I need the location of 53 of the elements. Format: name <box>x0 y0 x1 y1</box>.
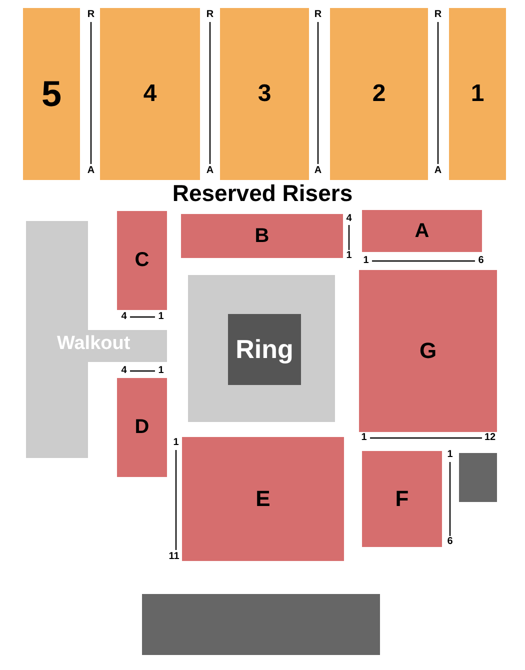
seating-section <box>117 211 167 310</box>
row-number: 1 <box>173 438 179 448</box>
row-number: 4 <box>121 312 127 322</box>
section-name: 3 <box>258 80 272 108</box>
row-number: 1 <box>158 312 164 322</box>
row-number: 4 <box>346 214 352 224</box>
row-number: R <box>314 10 322 20</box>
riser-section <box>23 8 80 180</box>
stage-block <box>459 453 497 502</box>
seating-section <box>182 437 344 561</box>
section-name: D <box>134 416 150 439</box>
row-number: 1 <box>346 251 352 261</box>
seating-section <box>362 210 482 252</box>
row-number: A <box>87 166 95 176</box>
section-name: E <box>256 486 270 512</box>
row-number: 6 <box>478 256 484 266</box>
row-number: 11 <box>168 552 180 562</box>
row-number: 1 <box>363 256 369 266</box>
row-number: A <box>206 166 214 176</box>
section-name: Ring <box>236 334 294 365</box>
row-number: 12 <box>484 433 496 443</box>
riser-section <box>220 8 309 180</box>
section-name: G <box>419 338 437 364</box>
row-number: A <box>434 166 442 176</box>
section-name: B <box>254 224 270 248</box>
row-number: R <box>87 10 95 20</box>
row-number: A <box>314 166 322 176</box>
riser-section <box>330 8 428 180</box>
section-name: A <box>414 220 430 242</box>
ring-floor <box>188 275 335 422</box>
row-number: 6 <box>447 537 453 547</box>
boxing-ring <box>228 314 301 385</box>
section-name: C <box>134 249 150 272</box>
row-number: 1 <box>158 366 164 376</box>
seating-section <box>359 270 497 432</box>
row-number: 1 <box>447 450 453 460</box>
riser-section <box>100 8 200 180</box>
seating-section <box>117 378 167 477</box>
section-name: 4 <box>143 80 157 108</box>
section-name: F <box>395 486 409 512</box>
row-number: R <box>434 10 442 20</box>
row-number: 1 <box>361 433 367 443</box>
seating-section <box>362 451 442 547</box>
section-heading: Reserved Risers <box>171 180 354 207</box>
section-name: 2 <box>372 80 386 108</box>
section-name: 1 <box>470 80 484 108</box>
seating-section <box>181 214 343 258</box>
walkout-area <box>26 221 167 458</box>
row-number: R <box>206 10 214 20</box>
riser-section <box>449 8 506 180</box>
section-name: 5 <box>41 73 62 115</box>
row-number: 4 <box>121 366 127 376</box>
stage-block <box>142 594 380 655</box>
